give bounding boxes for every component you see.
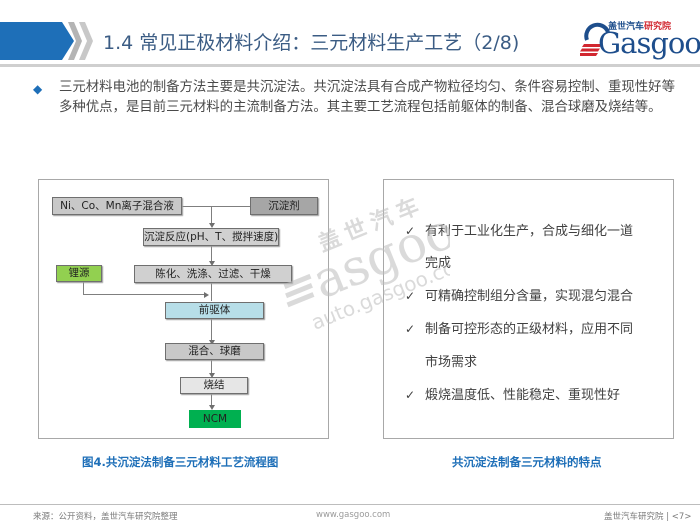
page-title: 1.4 常见正极材料介绍：三元材料生产工艺（2/8) — [103, 32, 520, 54]
features-caption: 共沉淀法制备三元材料的特点 — [452, 455, 602, 469]
arrow-down-icon — [208, 223, 215, 228]
header-accent-bar — [0, 22, 62, 60]
feature-item-continued: 完成 — [425, 256, 452, 271]
arrow-right-icon — [204, 291, 209, 298]
footer-source: 来源：公开资料，盖世汽车研究院整理 — [33, 512, 178, 522]
header-divider — [0, 64, 700, 67]
flow-node-ncm: NCM — [189, 410, 241, 428]
feature-item: ✓煅烧温度低、性能稳定、重现性好 — [405, 388, 621, 403]
arrow-down-icon — [208, 373, 215, 378]
arrow-down-icon — [208, 340, 215, 345]
flow-node-precipitant: 沉淀剂 — [250, 197, 318, 215]
connector-line — [83, 281, 84, 295]
flow-node-lithium-source: 锂源 — [56, 265, 102, 282]
connector-line — [211, 319, 212, 343]
footer-org: 盖世汽车研究院 — [604, 512, 664, 522]
logo-cn-text: 盖世汽车研究院 — [608, 22, 672, 32]
connector-line — [211, 246, 212, 264]
connector-line — [211, 283, 212, 301]
header-accent-arrow — [62, 22, 74, 60]
page-number: <7> — [671, 512, 692, 522]
check-icon: ✓ — [405, 388, 416, 402]
connector-line — [211, 206, 212, 226]
logo-en-text: Gasgoo — [598, 26, 700, 60]
footer-divider — [0, 504, 700, 505]
feature-item: ✓有利于工业化生产，合成与细化一道 — [405, 224, 634, 239]
flow-node-aging: 陈化、洗涤、过滤、干燥 — [134, 265, 292, 283]
check-icon: ✓ — [405, 224, 416, 238]
flow-node-sintering: 烧结 — [180, 377, 248, 394]
logo-stripes-icon — [580, 44, 602, 56]
footer-separator: | — [666, 512, 670, 522]
chevron-right-icon — [79, 22, 93, 60]
connector-line — [83, 294, 205, 295]
gasgoo-logo: 盖世汽车研究院 Gasgoo — [578, 16, 700, 60]
flow-node-mix-solution: Ni、Co、Mn离子混合液 — [52, 197, 182, 215]
chevron-right-icon — [68, 22, 82, 60]
feature-item-continued: 市场需求 — [425, 355, 478, 370]
diamond-bullet-icon: ◆ — [33, 82, 43, 96]
flow-node-mixing: 混合、球磨 — [165, 343, 264, 360]
arrow-down-icon — [208, 405, 215, 410]
intro-paragraph: 三元材料电池的制备方法主要是共沉淀法。共沉淀法具有合成产物粒径均匀、条件容易控制… — [59, 80, 675, 115]
check-icon: ✓ — [405, 289, 416, 303]
check-icon: ✓ — [405, 322, 416, 336]
footer-page-info: 盖世汽车研究院 | <7> — [604, 510, 691, 522]
flowchart-caption: 图4.共沉淀法制备三元材料工艺流程图 — [82, 455, 279, 469]
connector-line — [182, 206, 250, 207]
logo-arc-icon — [584, 22, 610, 41]
feature-item: ✓制备可控形态的正级材料，应用不同 — [405, 322, 634, 337]
flow-node-reaction: 沉淀反应(pH、T、搅拌速度) — [143, 228, 279, 246]
footer-url: www.gasgoo.com — [316, 510, 391, 520]
feature-item: ✓可精确控制组分含量，实现混匀混合 — [405, 289, 634, 304]
connector-line — [211, 394, 212, 408]
flow-node-precursor: 前驱体 — [165, 302, 264, 319]
arrow-down-icon — [208, 261, 215, 266]
features-panel — [383, 179, 674, 439]
connector-line — [211, 360, 212, 376]
